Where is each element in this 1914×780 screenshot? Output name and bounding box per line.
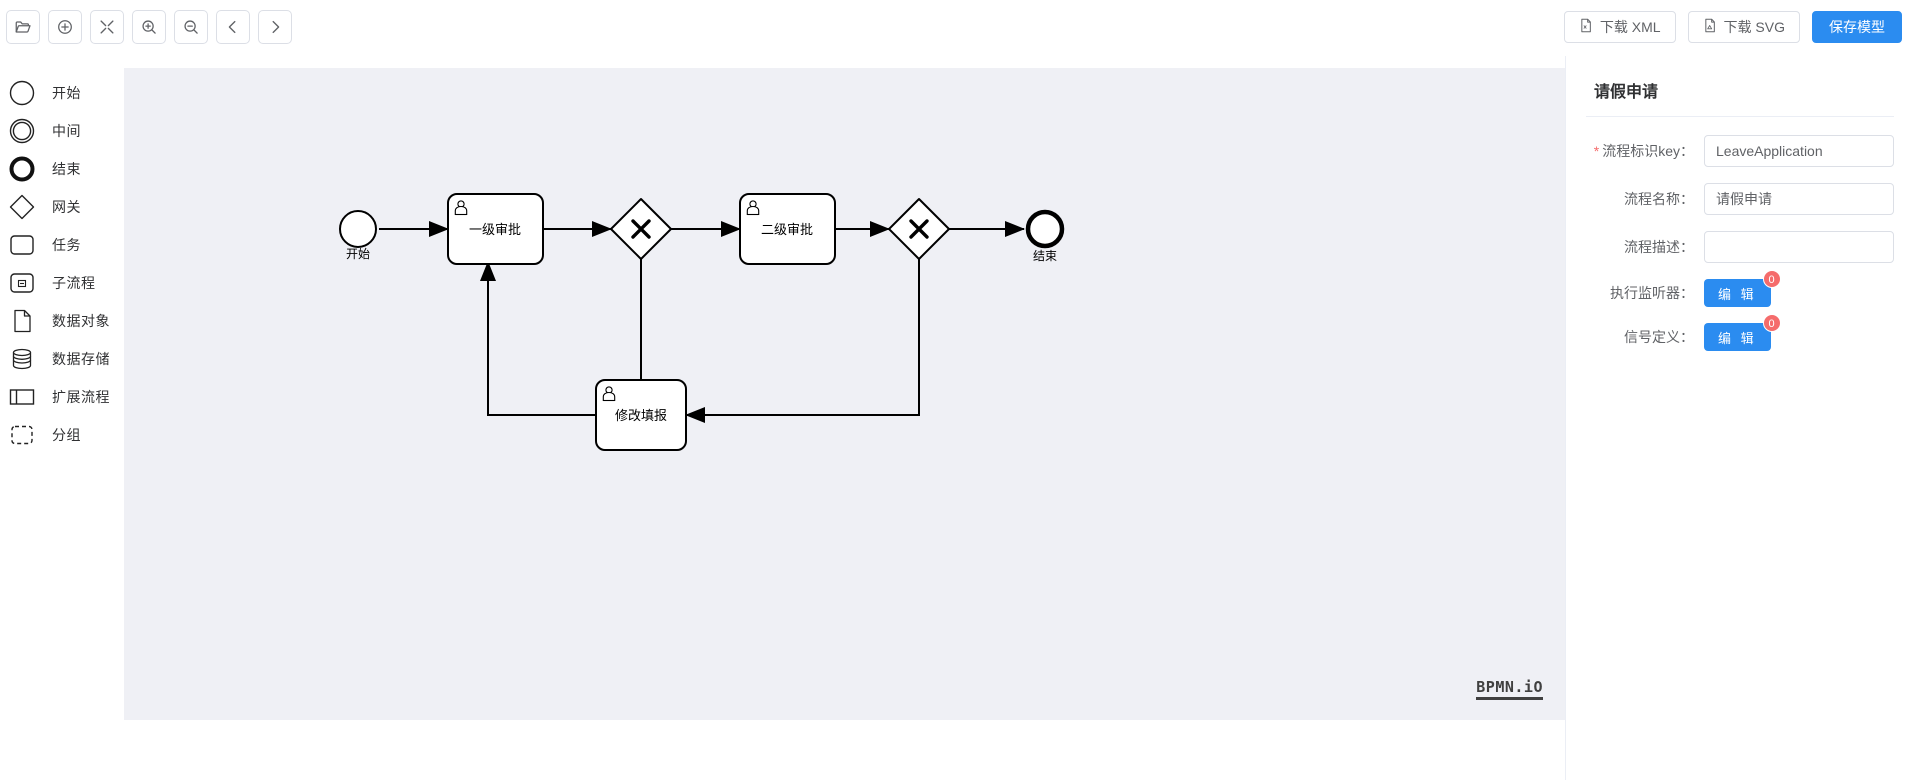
palette-label-data-store: 数据存储: [52, 351, 110, 367]
zoom-out-button[interactable]: [174, 10, 208, 44]
node-task-first-approval-label: 一级审批: [469, 222, 521, 237]
intermediate-event-icon: [6, 115, 38, 147]
label-process-desc: 流程描述：: [1624, 239, 1694, 255]
palette-item-expanded-pool[interactable]: 扩展流程: [0, 378, 124, 416]
properties-panel-title: 请假申请: [1586, 56, 1894, 117]
label-process-key: *流程标识key：: [1586, 141, 1704, 161]
header-actions: 下载 XML 下载 SVG 保存模型: [1563, 11, 1902, 43]
properties-panel: 请假申请 *流程标识key： 流程名称： 流程描述： 执行监听器： 编 辑 0 …: [1565, 56, 1914, 780]
redo-button[interactable]: [258, 10, 292, 44]
signal-definition-edit-wrap: 编 辑 0: [1704, 314, 1781, 351]
user-task-icon: [746, 200, 760, 216]
field-row-signal-definition: 信号定义： 编 辑 0: [1586, 314, 1894, 351]
exclusive-gateway-x-icon: [631, 219, 651, 239]
label-process-key-text: 流程标识key：: [1602, 143, 1694, 159]
download-xml-button[interactable]: 下载 XML: [1563, 11, 1676, 43]
palette-label-intermediate-event: 中间: [52, 123, 81, 139]
data-store-icon: [6, 343, 38, 375]
undo-button[interactable]: [216, 10, 250, 44]
field-row-process-desc: 流程描述：: [1586, 231, 1894, 263]
palette-label-expanded-pool: 扩展流程: [52, 389, 110, 405]
palette-item-intermediate-event[interactable]: 中间: [0, 112, 124, 150]
signal-definition-count-badge: 0: [1762, 314, 1781, 332]
palette-item-end-event[interactable]: 结束: [0, 150, 124, 188]
zoom-in-button[interactable]: [132, 10, 166, 44]
palette-label-group: 分组: [52, 427, 81, 443]
data-object-icon: [6, 305, 38, 337]
user-task-icon: [602, 386, 616, 402]
execution-listener-edit-wrap: 编 辑 0: [1704, 270, 1781, 307]
node-task-first-approval[interactable]: 一级审批: [447, 193, 544, 265]
palette-label-end-event: 结束: [52, 161, 81, 177]
fit-screen-button[interactable]: [90, 10, 124, 44]
save-model-label: 保存模型: [1829, 19, 1885, 35]
expanded-pool-icon: [6, 381, 38, 413]
open-file-button[interactable]: [6, 10, 40, 44]
canvas-toolbar: [6, 10, 292, 44]
input-process-desc[interactable]: [1704, 231, 1894, 263]
field-row-process-name: 流程名称：: [1586, 183, 1894, 215]
start-event-icon: [6, 77, 38, 109]
download-svg-button[interactable]: 下载 SVG: [1687, 11, 1800, 43]
end-event-icon: [6, 153, 38, 185]
node-task-second-approval[interactable]: 二级审批: [739, 193, 836, 265]
palette-label-start-event: 开始: [52, 85, 81, 101]
palette-item-start-event[interactable]: 开始: [0, 74, 124, 112]
node-task-second-approval-label: 二级审批: [761, 222, 813, 237]
palette-item-group[interactable]: 分组: [0, 416, 124, 454]
subprocess-icon: [6, 267, 38, 299]
node-task-modify[interactable]: 修改填报: [595, 379, 687, 451]
input-process-name[interactable]: [1704, 183, 1894, 215]
flow-gateway2-to-modify[interactable]: [685, 259, 920, 423]
element-palette: 开始 中间 结束 网关: [0, 66, 124, 454]
execution-listener-count-badge: 0: [1762, 270, 1781, 288]
node-end-event[interactable]: 结束: [1025, 209, 1065, 263]
document-xml-icon: [1579, 18, 1593, 36]
palette-item-data-object[interactable]: 数据对象: [0, 302, 124, 340]
required-asterisk: *: [1593, 143, 1600, 159]
bpmn-io-watermark: BPMN.iO: [1476, 679, 1543, 700]
group-icon: [6, 419, 38, 451]
label-process-name: 流程名称：: [1624, 191, 1694, 207]
palette-item-task[interactable]: 任务: [0, 226, 124, 264]
label-execution-listener: 执行监听器：: [1610, 285, 1694, 301]
node-gateway-one[interactable]: [610, 198, 672, 260]
bpmn-canvas[interactable]: 开始 一级审批: [124, 68, 1565, 720]
field-row-process-key: *流程标识key：: [1586, 135, 1894, 167]
execution-listener-edit-button[interactable]: 编 辑: [1704, 279, 1771, 307]
flow-modify-to-first[interactable]: [480, 261, 596, 416]
node-task-modify-label: 修改填报: [615, 408, 667, 423]
input-process-key[interactable]: [1704, 135, 1894, 167]
download-svg-label: 下载 SVG: [1723, 19, 1785, 35]
gateway-icon: [6, 191, 38, 223]
save-model-button[interactable]: 保存模型: [1812, 11, 1902, 43]
palette-label-gateway: 网关: [52, 199, 81, 215]
task-icon: [6, 229, 38, 261]
node-gateway-two[interactable]: [888, 198, 950, 260]
palette-item-gateway[interactable]: 网关: [0, 188, 124, 226]
field-row-execution-listener: 执行监听器： 编 辑 0: [1586, 270, 1894, 307]
palette-label-subprocess: 子流程: [52, 275, 96, 291]
signal-definition-edit-button[interactable]: 编 辑: [1704, 323, 1771, 351]
node-start-event-label: 开始: [346, 247, 370, 261]
new-diagram-button[interactable]: [48, 10, 82, 44]
palette-item-subprocess[interactable]: 子流程: [0, 264, 124, 302]
user-task-icon: [454, 200, 468, 216]
label-signal-definition: 信号定义：: [1624, 329, 1694, 345]
exclusive-gateway-x-icon: [909, 219, 929, 239]
node-end-event-label: 结束: [1033, 249, 1057, 263]
palette-label-data-object: 数据对象: [52, 313, 110, 329]
document-svg-icon: [1703, 18, 1717, 36]
bpmn-diagram[interactable]: 开始 一级审批: [124, 68, 1565, 720]
download-xml-label: 下载 XML: [1599, 19, 1661, 35]
palette-label-task: 任务: [52, 237, 81, 253]
palette-item-data-store[interactable]: 数据存储: [0, 340, 124, 378]
node-start-event[interactable]: 开始: [339, 210, 377, 261]
